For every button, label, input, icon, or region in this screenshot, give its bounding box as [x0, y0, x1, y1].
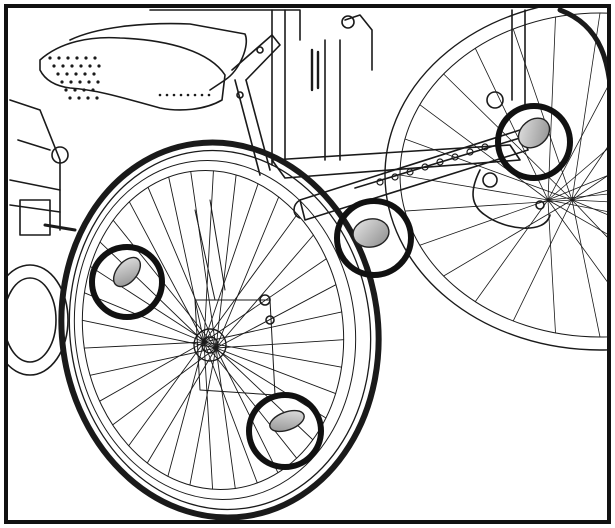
reflector-front-wheel-upper-highlight-ring — [89, 244, 165, 320]
reflector-rear-wheel-lens — [517, 117, 551, 149]
reflector-frame-center-lens — [352, 218, 390, 248]
front-wheel — [58, 139, 382, 520]
reflector-rear-wheel — [495, 103, 573, 181]
frame-border — [4, 4, 611, 524]
front-caster — [8, 99, 77, 376]
reflector-front-wheel-lower-highlight-ring — [246, 392, 324, 470]
reflector-frame-center-highlight-ring — [334, 198, 414, 278]
reflector-front-wheel-lower-lens — [269, 409, 305, 433]
reflector-front-wheel-upper — [89, 244, 165, 320]
reflector-front-wheel-upper-lens — [112, 256, 142, 288]
reflector-front-wheel-lower — [246, 392, 324, 470]
reflector-frame-center — [334, 198, 414, 278]
side-frame — [293, 91, 551, 229]
reflector-rear-wheel-highlight-ring — [495, 103, 573, 181]
seat-frame — [39, 9, 526, 179]
